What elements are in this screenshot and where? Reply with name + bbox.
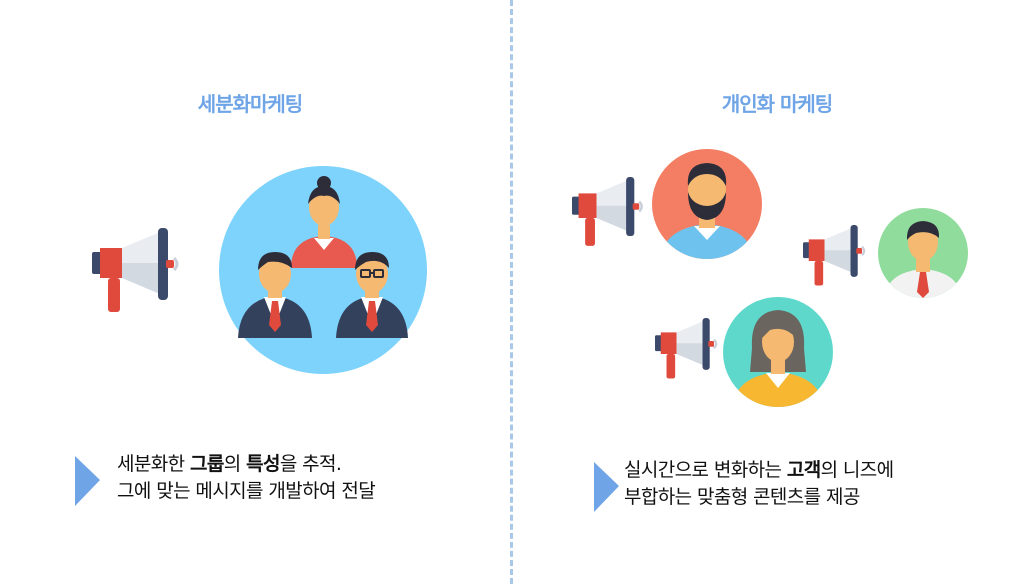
bullet-arrow-icon: [594, 462, 619, 512]
megaphone-icon: [90, 226, 179, 314]
bearded-man-avatar: [652, 149, 762, 259]
man-figure-left: [238, 252, 312, 338]
caption-line-1: 세분화한 그룹의 특성을 추적.: [117, 453, 342, 475]
keyword-traits: 특성: [246, 453, 280, 475]
young-man-avatar: [878, 208, 968, 298]
man-figure-glasses: [336, 252, 408, 338]
megaphone-icon: [653, 316, 718, 380]
woman-figure: [291, 176, 357, 268]
group-people-icon: [219, 166, 427, 374]
woman-avatar: [723, 297, 833, 407]
keyword-group: 그룹: [189, 453, 224, 475]
segmented-marketing-title: 세분화마케팅: [197, 92, 303, 116]
megaphone-icon: [801, 223, 866, 287]
megaphone-icon: [570, 175, 643, 248]
caption-line-2: 부합하는 맞춤형 콘텐츠를 제공: [624, 486, 860, 508]
center-divider: [510, 0, 513, 584]
bullet-arrow-icon: [75, 456, 100, 506]
keyword-customer: 고객: [786, 459, 821, 481]
personalized-marketing-title: 개인화 마케팅: [721, 92, 833, 116]
personalized-marketing-caption: 실시간으로 변화하는 고객의 니즈에 부합하는 맞춤형 콘텐츠를 제공: [624, 457, 894, 511]
caption-line-2: 그에 맞는 메시지를 개발하여 전달: [117, 480, 376, 502]
caption-line-1: 실시간으로 변화하는 고객의 니즈에: [624, 459, 894, 481]
segmented-marketing-caption: 세분화한 그룹의 특성을 추적. 그에 맞는 메시지를 개발하여 전달: [117, 451, 376, 505]
